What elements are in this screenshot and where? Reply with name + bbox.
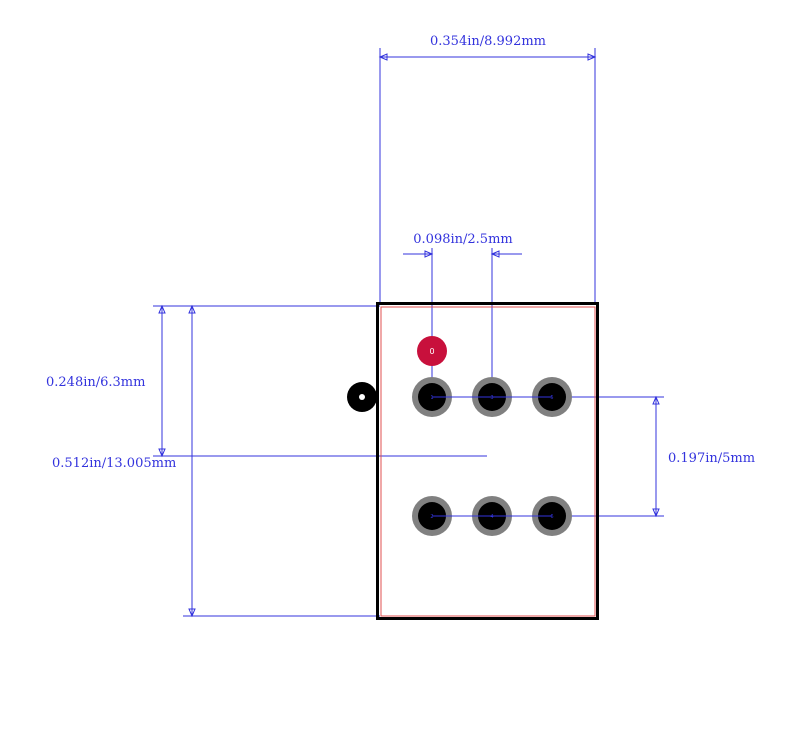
pitch-dimension-label: 0.098in/2.5mm xyxy=(413,232,512,247)
width-dimension-label: 0.354in/8.992mm xyxy=(430,34,546,49)
row-spacing-arrow-top xyxy=(652,395,660,405)
pad-4-label: 4 xyxy=(490,514,493,520)
width-arrow-right xyxy=(587,53,597,61)
pitch-arrow-left xyxy=(424,250,434,258)
row-offset-arrow-top xyxy=(158,304,166,314)
row-spacing-arrow-bottom xyxy=(652,508,660,518)
pad-6-label: 6 xyxy=(550,514,553,520)
orientation-dot-center xyxy=(359,394,365,400)
row-offset-arrow-bottom xyxy=(158,448,166,458)
row-spacing-dimension-label: 0.197in/5mm xyxy=(668,451,755,466)
height-arrow-bottom xyxy=(188,608,196,618)
pin1-marker-label: 0 xyxy=(429,347,434,356)
height-arrow-top xyxy=(188,304,196,314)
component-outline xyxy=(376,302,599,620)
pad-5-label: 5 xyxy=(550,395,553,401)
pin1-marker xyxy=(417,336,447,366)
pad-2-label: 2 xyxy=(430,514,433,520)
width-dimension xyxy=(378,48,597,302)
width-arrow-left xyxy=(378,53,388,61)
courtyard-outline xyxy=(380,306,596,617)
pitch-dimension xyxy=(403,248,522,397)
height-dimension-label: 0.512in/13.005mm xyxy=(52,456,176,471)
row-offset-dimension-label: 0.248in/6.3mm xyxy=(46,375,145,390)
left-dimensions xyxy=(153,304,487,618)
pad-reference-lines xyxy=(432,396,552,517)
pad-3-label: 3 xyxy=(490,395,493,401)
pad-1-label: 1 xyxy=(430,395,433,401)
pitch-arrow-right xyxy=(490,250,500,258)
